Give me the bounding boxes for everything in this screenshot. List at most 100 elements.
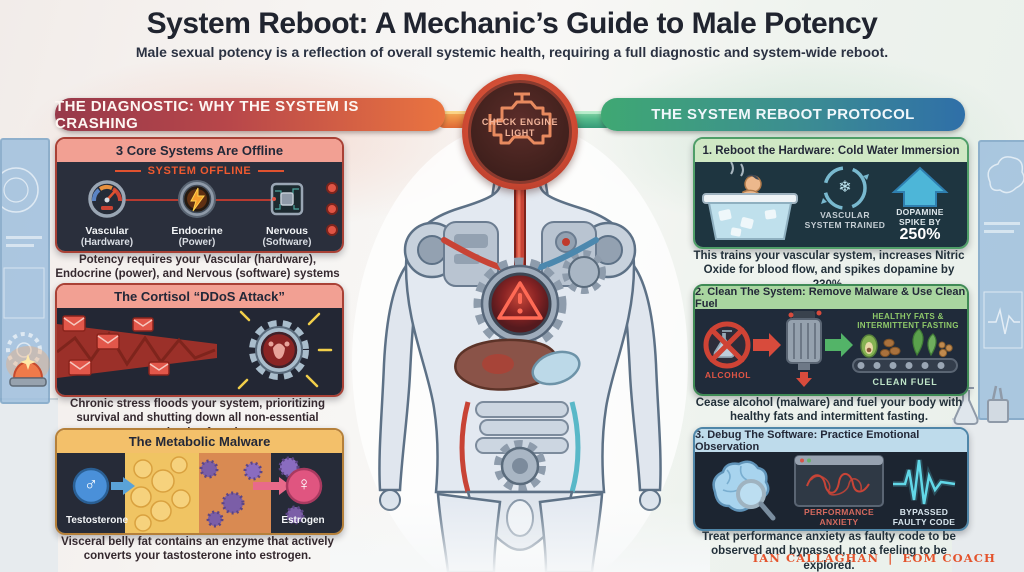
panel-cold-title: 1. Reboot the Hardware: Cold Water Immer… xyxy=(695,139,967,162)
female-circle xyxy=(285,467,323,505)
envelope-icon xyxy=(62,315,86,332)
male-circle xyxy=(72,467,110,505)
bypassed-code-label: BYPASSED FAULTY CODE xyxy=(892,507,956,527)
performance-anxiety-label: PERFORMANCE ANXIETY xyxy=(804,507,874,527)
envelope-icon xyxy=(132,317,154,332)
nervous-system-item: Nervous (Software) xyxy=(243,179,331,248)
caption-clean-fuel: Cease alcohol (malware) and fuel your bo… xyxy=(695,397,963,424)
envelope-icon xyxy=(148,361,170,376)
arrow-down-red xyxy=(796,372,812,387)
credit-separator: | xyxy=(888,551,894,565)
magnifier-icon xyxy=(736,479,776,521)
panel-metabolic-title: The Metabolic Malware xyxy=(57,430,342,453)
panel-debug-title: 3. Debug The Software: Practice Emotiona… xyxy=(695,429,967,453)
blueprint-sketch-brain xyxy=(983,156,1024,349)
nuts-icon xyxy=(880,338,901,357)
caption-metabolic: Visceral belly fat contains an enzyme th… xyxy=(61,536,334,563)
envelope-icon xyxy=(68,359,92,376)
conveyor-icon xyxy=(852,358,958,373)
snowflake-icon: ❄ xyxy=(838,179,852,196)
panel-clean-fuel: 2. Clean The System: Remove Malware & Us… xyxy=(693,284,969,396)
panel-debug-software: 3. Debug The Software: Practice Emotiona… xyxy=(693,427,969,531)
check-engine-label: CHECK ENGINE LIGHT xyxy=(481,117,559,139)
caption-cold-immersion: This trains your vascular system, increa… xyxy=(693,250,965,291)
male-symbol-icon: ♂ xyxy=(83,474,99,495)
panel-cold-immersion: 1. Reboot the Hardware: Cold Water Immer… xyxy=(693,137,969,249)
arrow-right-red xyxy=(753,333,781,357)
healthy-fats-label: HEALTHY FATS & INTERMITTENT FASTING xyxy=(857,312,959,331)
panel-metabolic-malware: The Metabolic Malware xyxy=(55,428,344,535)
page-title: System Reboot: A Mechanic’s Guide to Mal… xyxy=(146,7,878,40)
diagnostic-banner: THE DIAGNOSTIC: WHY THE SYSTEM IS CRASHI… xyxy=(55,98,445,132)
page-subtitle: Male sexual potency is a reflection of o… xyxy=(135,44,889,60)
waveform-icon xyxy=(893,459,956,505)
ddos-attack-art xyxy=(57,310,333,390)
panel-debug-body: PERFORMANCE ANXIETY BYPASSED FAULTY CODE xyxy=(695,452,967,529)
panel-fuel-title: 2. Clean The System: Remove Malware & Us… xyxy=(695,285,967,310)
protocol-banner: THE SYSTEM REBOOT PROTOCOL xyxy=(601,98,965,131)
clean-fuel-art xyxy=(703,310,958,387)
debug-art xyxy=(712,455,956,521)
filter-icon xyxy=(786,310,822,387)
no-alcohol-icon xyxy=(703,321,751,369)
check-engine-inner: CHECK ENGINE LIGHT xyxy=(468,80,572,184)
panel-cortisol-title: The Cortisol “DDoS Attack” xyxy=(57,285,342,308)
walnuts-icon xyxy=(938,341,953,358)
fat-cells xyxy=(130,456,191,532)
engine-icon xyxy=(488,92,552,145)
panel-metabolic-body: ♂ ♀ Testosterone Estrogen xyxy=(57,453,342,533)
workbench-left xyxy=(0,398,58,572)
status-dots xyxy=(326,182,338,236)
endocrine-system-item: Endocrine (Power) xyxy=(153,179,241,248)
blueprint-sketch-gear xyxy=(0,167,45,368)
lightning-bolt-icon xyxy=(178,180,216,218)
clean-fuel-label: CLEAN FUEL xyxy=(872,377,938,387)
spark-lines xyxy=(237,310,333,390)
estrogen-label: Estrogen xyxy=(281,515,325,526)
system-offline-status: SYSTEM OFFLINE xyxy=(57,165,342,177)
brand-name: EOM COACH xyxy=(902,551,996,565)
ice-cubes xyxy=(718,209,777,237)
code-window-icon xyxy=(794,455,884,507)
foreground-fog xyxy=(330,500,710,572)
panel-core-systems-title: 3 Core Systems Are Offline xyxy=(57,139,342,162)
footer-credit: IAN CALLAGHAN | EOM COACH xyxy=(753,551,996,565)
bather-head xyxy=(744,175,762,193)
alcohol-label: ALCOHOL xyxy=(704,370,752,380)
author-name: IAN CALLAGHAN xyxy=(752,551,880,565)
virus-icons xyxy=(199,456,305,528)
tub-rim xyxy=(702,193,798,204)
system-offline-label: SYSTEM OFFLINE xyxy=(147,165,252,177)
gauge-icon xyxy=(88,180,126,218)
ice-bath-art xyxy=(702,161,949,240)
vascular-trained-label: VASCULAR SYSTEM TRAINED xyxy=(804,210,886,230)
panel-core-systems: 3 Core Systems Are Offline SYSTEM OFFLIN… xyxy=(55,137,344,253)
arrow-right-green xyxy=(825,333,853,357)
testosterone-label: Testosterone xyxy=(65,515,129,526)
panel-cold-body: ❄ VASCULAR SYSTEM TRAINED DOPAMINE SPIKE… xyxy=(695,161,967,247)
leafy-greens-icon xyxy=(912,328,924,357)
blueprint-panel-left xyxy=(0,138,50,404)
arrow-right-blue xyxy=(111,477,135,495)
caption-debug-software: Treat performance anxiety as faulty code… xyxy=(702,531,956,572)
cold-training-ring-icon xyxy=(821,166,869,210)
vascular-system-item: Vascular (Hardware) xyxy=(63,179,151,248)
lab-glassware-icon xyxy=(953,385,1009,425)
envelope-icon xyxy=(96,333,120,350)
panel-cortisol-ddos: The Cortisol “DDoS Attack” xyxy=(55,283,344,397)
arrow-right-pink xyxy=(253,477,291,495)
check-engine-light: CHECK ENGINE LIGHT xyxy=(462,74,578,190)
chip-icon xyxy=(270,182,304,216)
panel-fuel-body: ALCOHOL HEALTHY FATS & INTERMITTENT FAST… xyxy=(695,309,967,394)
dopamine-spike-value: 250% xyxy=(899,226,941,243)
panel-core-systems-body: SYSTEM OFFLINE Vascular (Hardware) xyxy=(57,162,342,251)
up-arrow-icon xyxy=(891,166,949,207)
alarm-siren-icon xyxy=(6,346,50,387)
dopamine-spike-label: DOPAMINE SPIKE BY xyxy=(896,207,944,227)
female-symbol-icon: ♀ xyxy=(296,474,312,495)
gear-target-icon xyxy=(249,320,309,380)
panel-cortisol-body xyxy=(57,308,342,395)
avocado-icon xyxy=(860,334,878,358)
blueprint-panel-right xyxy=(978,140,1024,420)
